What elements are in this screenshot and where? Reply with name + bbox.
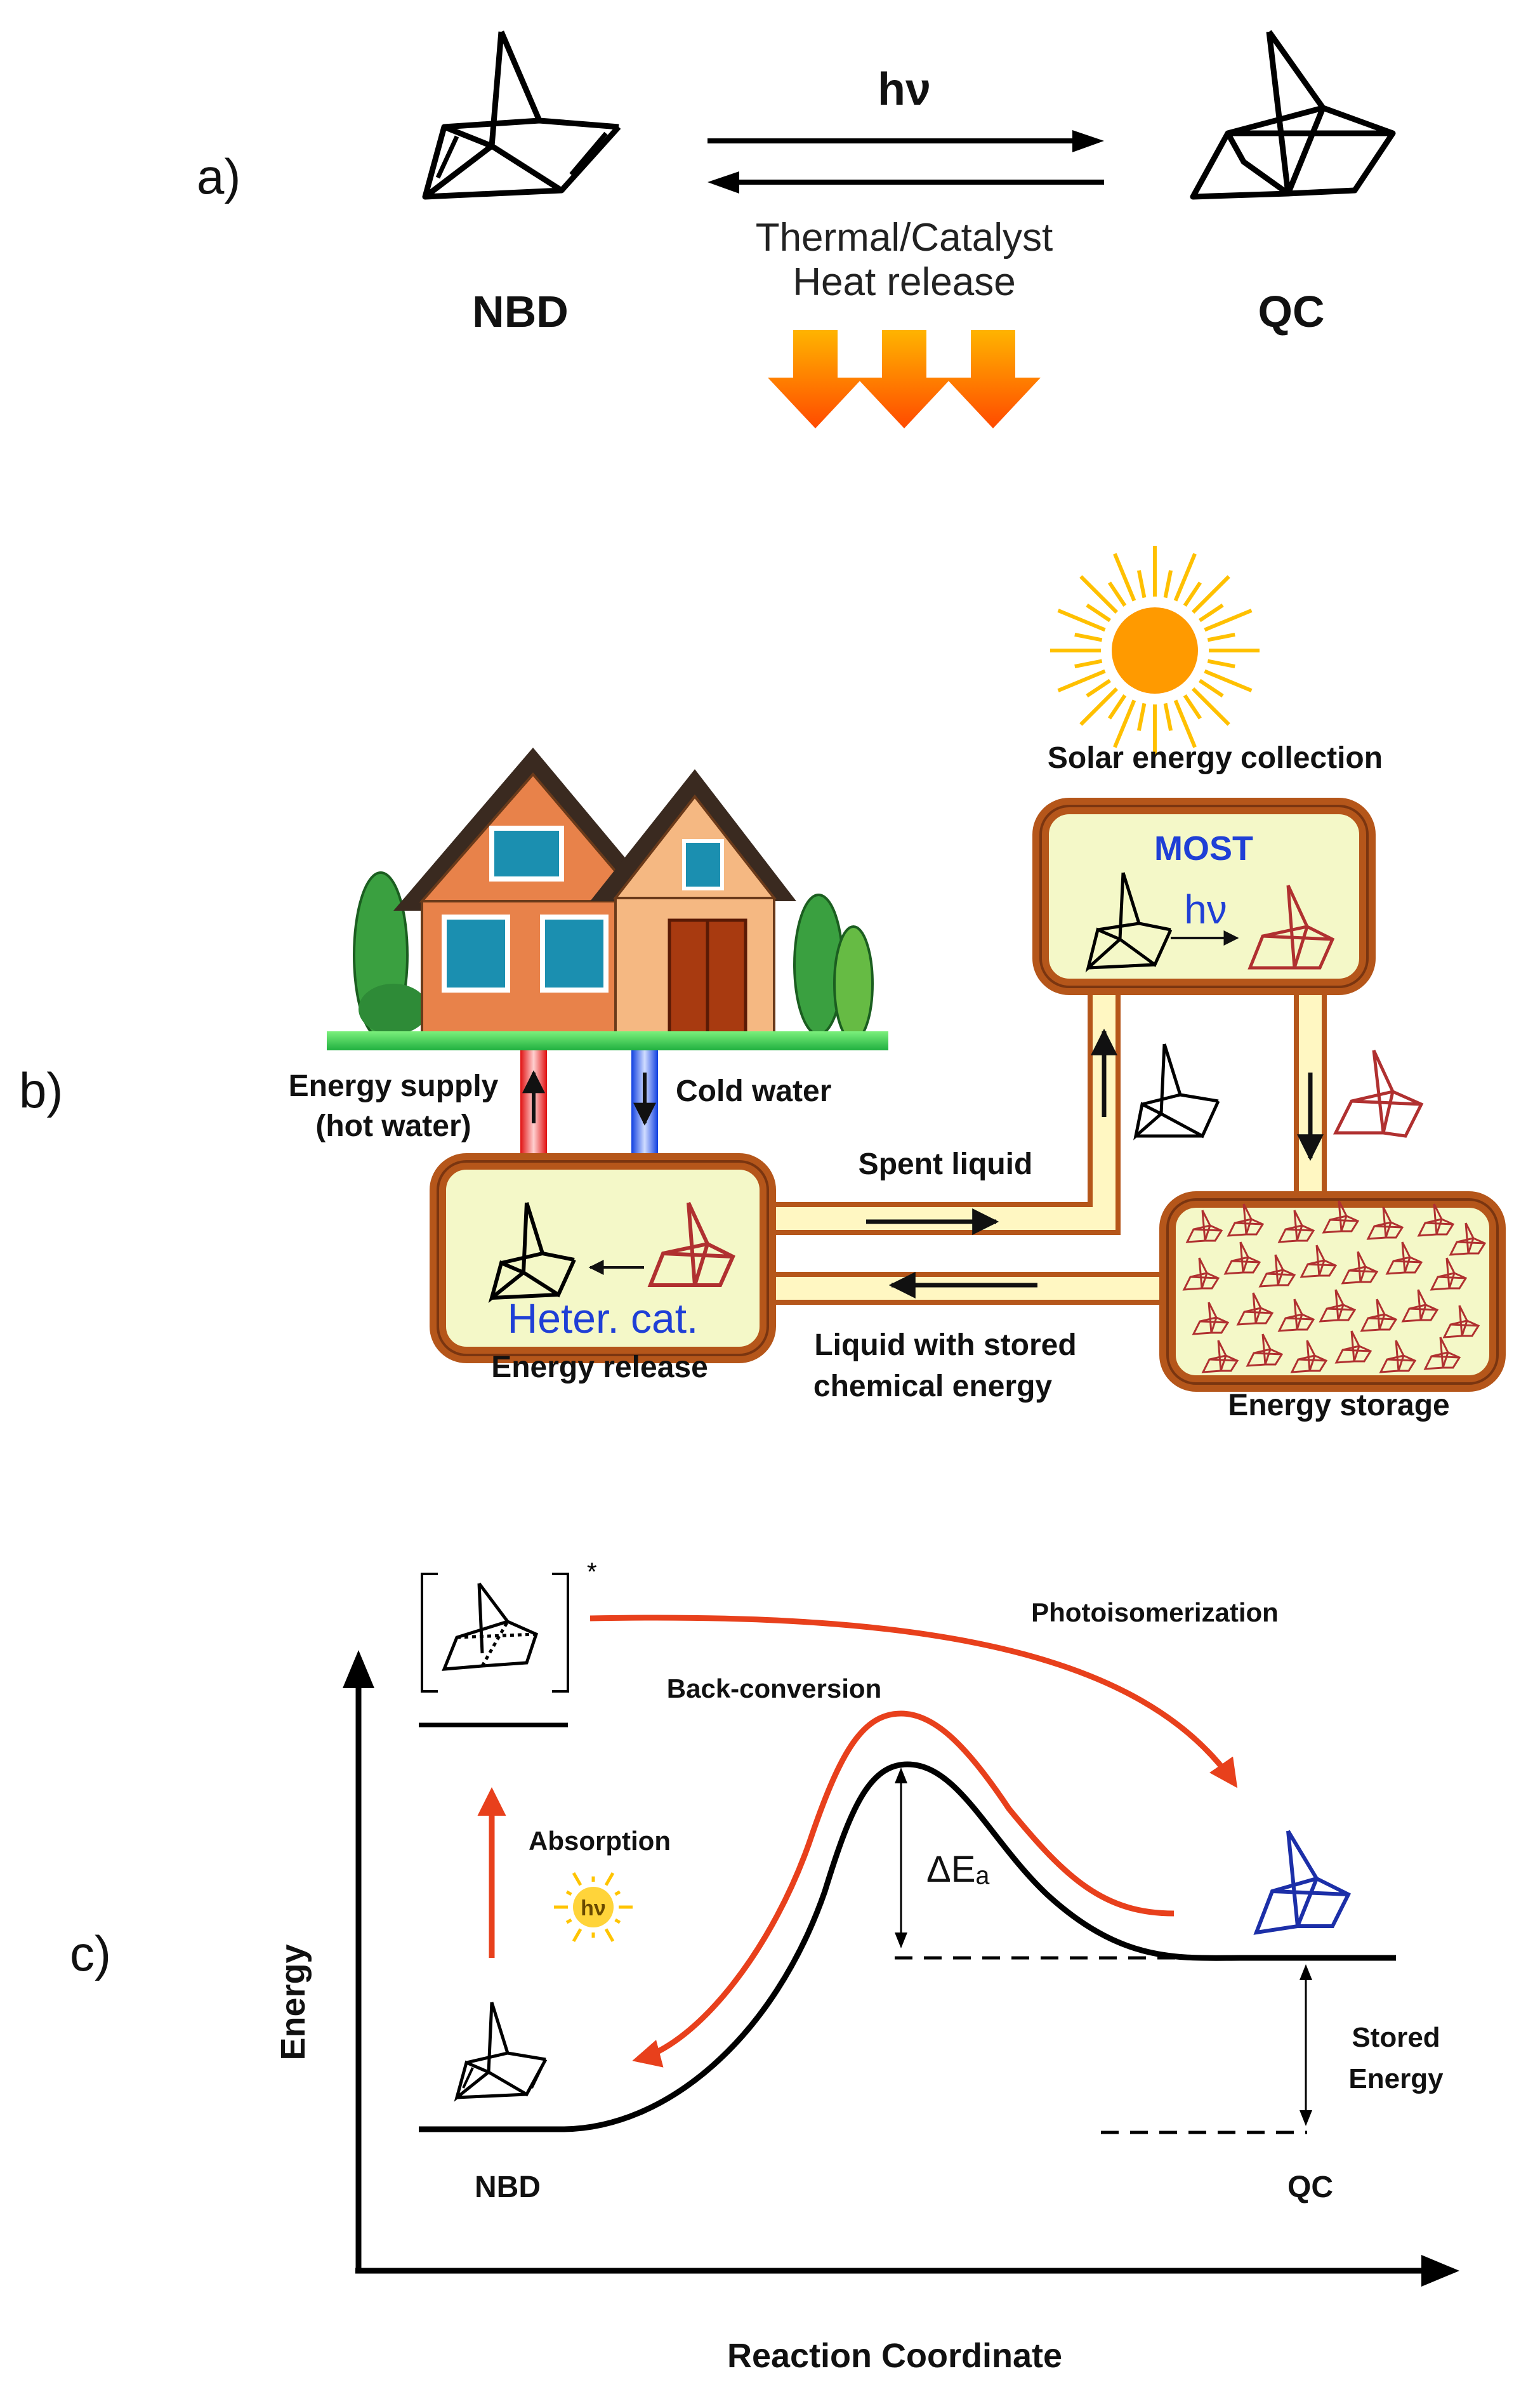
stored-qc-molecule [1341, 1251, 1379, 1285]
stored-energy-line1: Stored [1352, 2022, 1440, 2053]
reverse-label-line2: Heat release [793, 260, 1016, 304]
energy-release-label: Energy release [491, 1351, 708, 1384]
x-axis-arrowhead [1421, 2255, 1459, 2287]
reverse-arrow [707, 171, 1104, 194]
stored-qc-molecule [1192, 1302, 1230, 1335]
nbd-molecule-c [454, 2002, 548, 2102]
spent-liquid-label: Spent liquid [859, 1147, 1033, 1181]
forward-label: hν [878, 64, 931, 115]
excited-state-bracket [421, 1573, 569, 1693]
energy-storage-box [1159, 1191, 1506, 1392]
panel-c: c) Energy Reaction Coordinate ΔEₐ Stored… [70, 1558, 1459, 2375]
stored-energy-line2: Energy [1348, 2063, 1444, 2094]
activation-energy-arrow [895, 1767, 907, 1948]
stored-qc-molecule [1300, 1245, 1338, 1278]
absorption-label: Absorption [529, 1826, 671, 1856]
stored-liquid-line2: chemical energy [813, 1370, 1053, 1403]
x-axis-label: Reaction Coordinate [727, 2337, 1062, 2375]
hv-sun-text: hν [581, 1896, 606, 1920]
panel-a: a) NBD QC hν Thermal/Catalyst Heat relea… [197, 30, 1396, 428]
stored-qc-molecule [1185, 1210, 1223, 1243]
stored-qc-molecule [1430, 1257, 1468, 1291]
qc-molecule-c [1253, 1830, 1352, 1935]
panel-a-label: a) [197, 149, 240, 204]
reverse-label-line1: Thermal/Catalyst [756, 216, 1053, 260]
back-conversion-arrow [632, 1710, 1175, 2068]
panel-b-label: b) [19, 1062, 63, 1118]
energy-release-box: Heter. cat. [430, 1153, 776, 1363]
most-nbd-molecule [1085, 872, 1173, 973]
sun-icon [1050, 546, 1260, 755]
stored-qc-molecule [1442, 1305, 1480, 1338]
qc-label-c: QC [1287, 2170, 1333, 2204]
qc-molecule-a [1190, 30, 1396, 200]
stored-qc-molecule [1201, 1340, 1239, 1373]
release-nbd-molecule [488, 1202, 576, 1304]
panel-c-label: c) [70, 1926, 111, 1981]
stored-qc-molecule [1319, 1289, 1357, 1323]
stored-qc-molecule [1246, 1333, 1284, 1367]
stored-qc-molecule [1277, 1298, 1315, 1332]
stored-qc-molecule [1258, 1254, 1296, 1288]
stored-qc-molecule [1360, 1298, 1398, 1332]
stored-qc-molecule [1334, 1330, 1372, 1364]
cold-water-label: Cold water [676, 1074, 831, 1108]
stored-qc-molecule [1379, 1340, 1417, 1373]
qc-label-a: QC [1258, 287, 1325, 336]
forward-arrow [707, 130, 1104, 152]
stored-qc-molecules [1182, 1200, 1487, 1373]
energy-supply-line2: (hot water) [315, 1109, 471, 1143]
excited-state-mark: * [587, 1558, 597, 1586]
stored-qc-molecule [1366, 1206, 1404, 1240]
energy-curve [419, 1761, 1396, 2132]
photoisomerization-arrow [589, 1615, 1238, 1788]
qc-side-molecule [1333, 1049, 1424, 1138]
nbd-side-molecule [1133, 1043, 1220, 1140]
stored-qc-molecule [1449, 1222, 1487, 1256]
stored-qc-molecule [1423, 1337, 1461, 1370]
delta-ea-label: ΔEₐ [926, 1849, 989, 1890]
most-qc-molecule [1247, 884, 1335, 970]
solar-label: Solar energy collection [1048, 741, 1383, 775]
photoisomerization-label: Photoisomerization [1031, 1597, 1279, 1627]
y-axis-arrowhead [343, 1650, 374, 1688]
stored-energy-arrow [1300, 1964, 1312, 2126]
stored-qc-molecule [1401, 1289, 1439, 1323]
stored-qc-molecule [1227, 1203, 1265, 1237]
stored-liquid-line1: Liquid with stored [814, 1328, 1076, 1362]
stored-qc-molecule [1322, 1200, 1360, 1234]
heter-cat-label: Heter. cat. [508, 1295, 699, 1342]
stored-qc-molecule [1290, 1340, 1328, 1373]
most-box: MOST hν [1032, 798, 1376, 995]
back-conversion-label: Back-conversion [667, 1674, 881, 1703]
stored-qc-molecule [1277, 1210, 1315, 1243]
stored-qc-molecule [1223, 1241, 1261, 1275]
house-illustration [327, 748, 888, 1050]
hv-sun-icon: hν [554, 1872, 633, 1942]
nbd-label-c: NBD [475, 2170, 541, 2204]
energy-storage-label: Energy storage [1228, 1389, 1449, 1422]
y-axis-label: Energy [274, 1944, 312, 2060]
nbd-label-a: NBD [472, 287, 569, 336]
heat-release-arrows [768, 330, 1041, 428]
energy-supply-line1: Energy supply [289, 1069, 499, 1103]
stored-qc-molecule [1417, 1203, 1455, 1237]
panel-b: b) Solar energy collection [19, 546, 1506, 1422]
excited-state-molecule [442, 1582, 539, 1671]
most-title: MOST [1154, 829, 1253, 868]
stored-qc-molecule [1236, 1292, 1274, 1326]
stored-qc-molecule [1385, 1241, 1423, 1275]
release-qc-molecule [647, 1201, 735, 1287]
nbd-molecule-a [422, 30, 621, 200]
stored-qc-molecule [1182, 1257, 1220, 1291]
most-hv: hν [1184, 887, 1227, 932]
